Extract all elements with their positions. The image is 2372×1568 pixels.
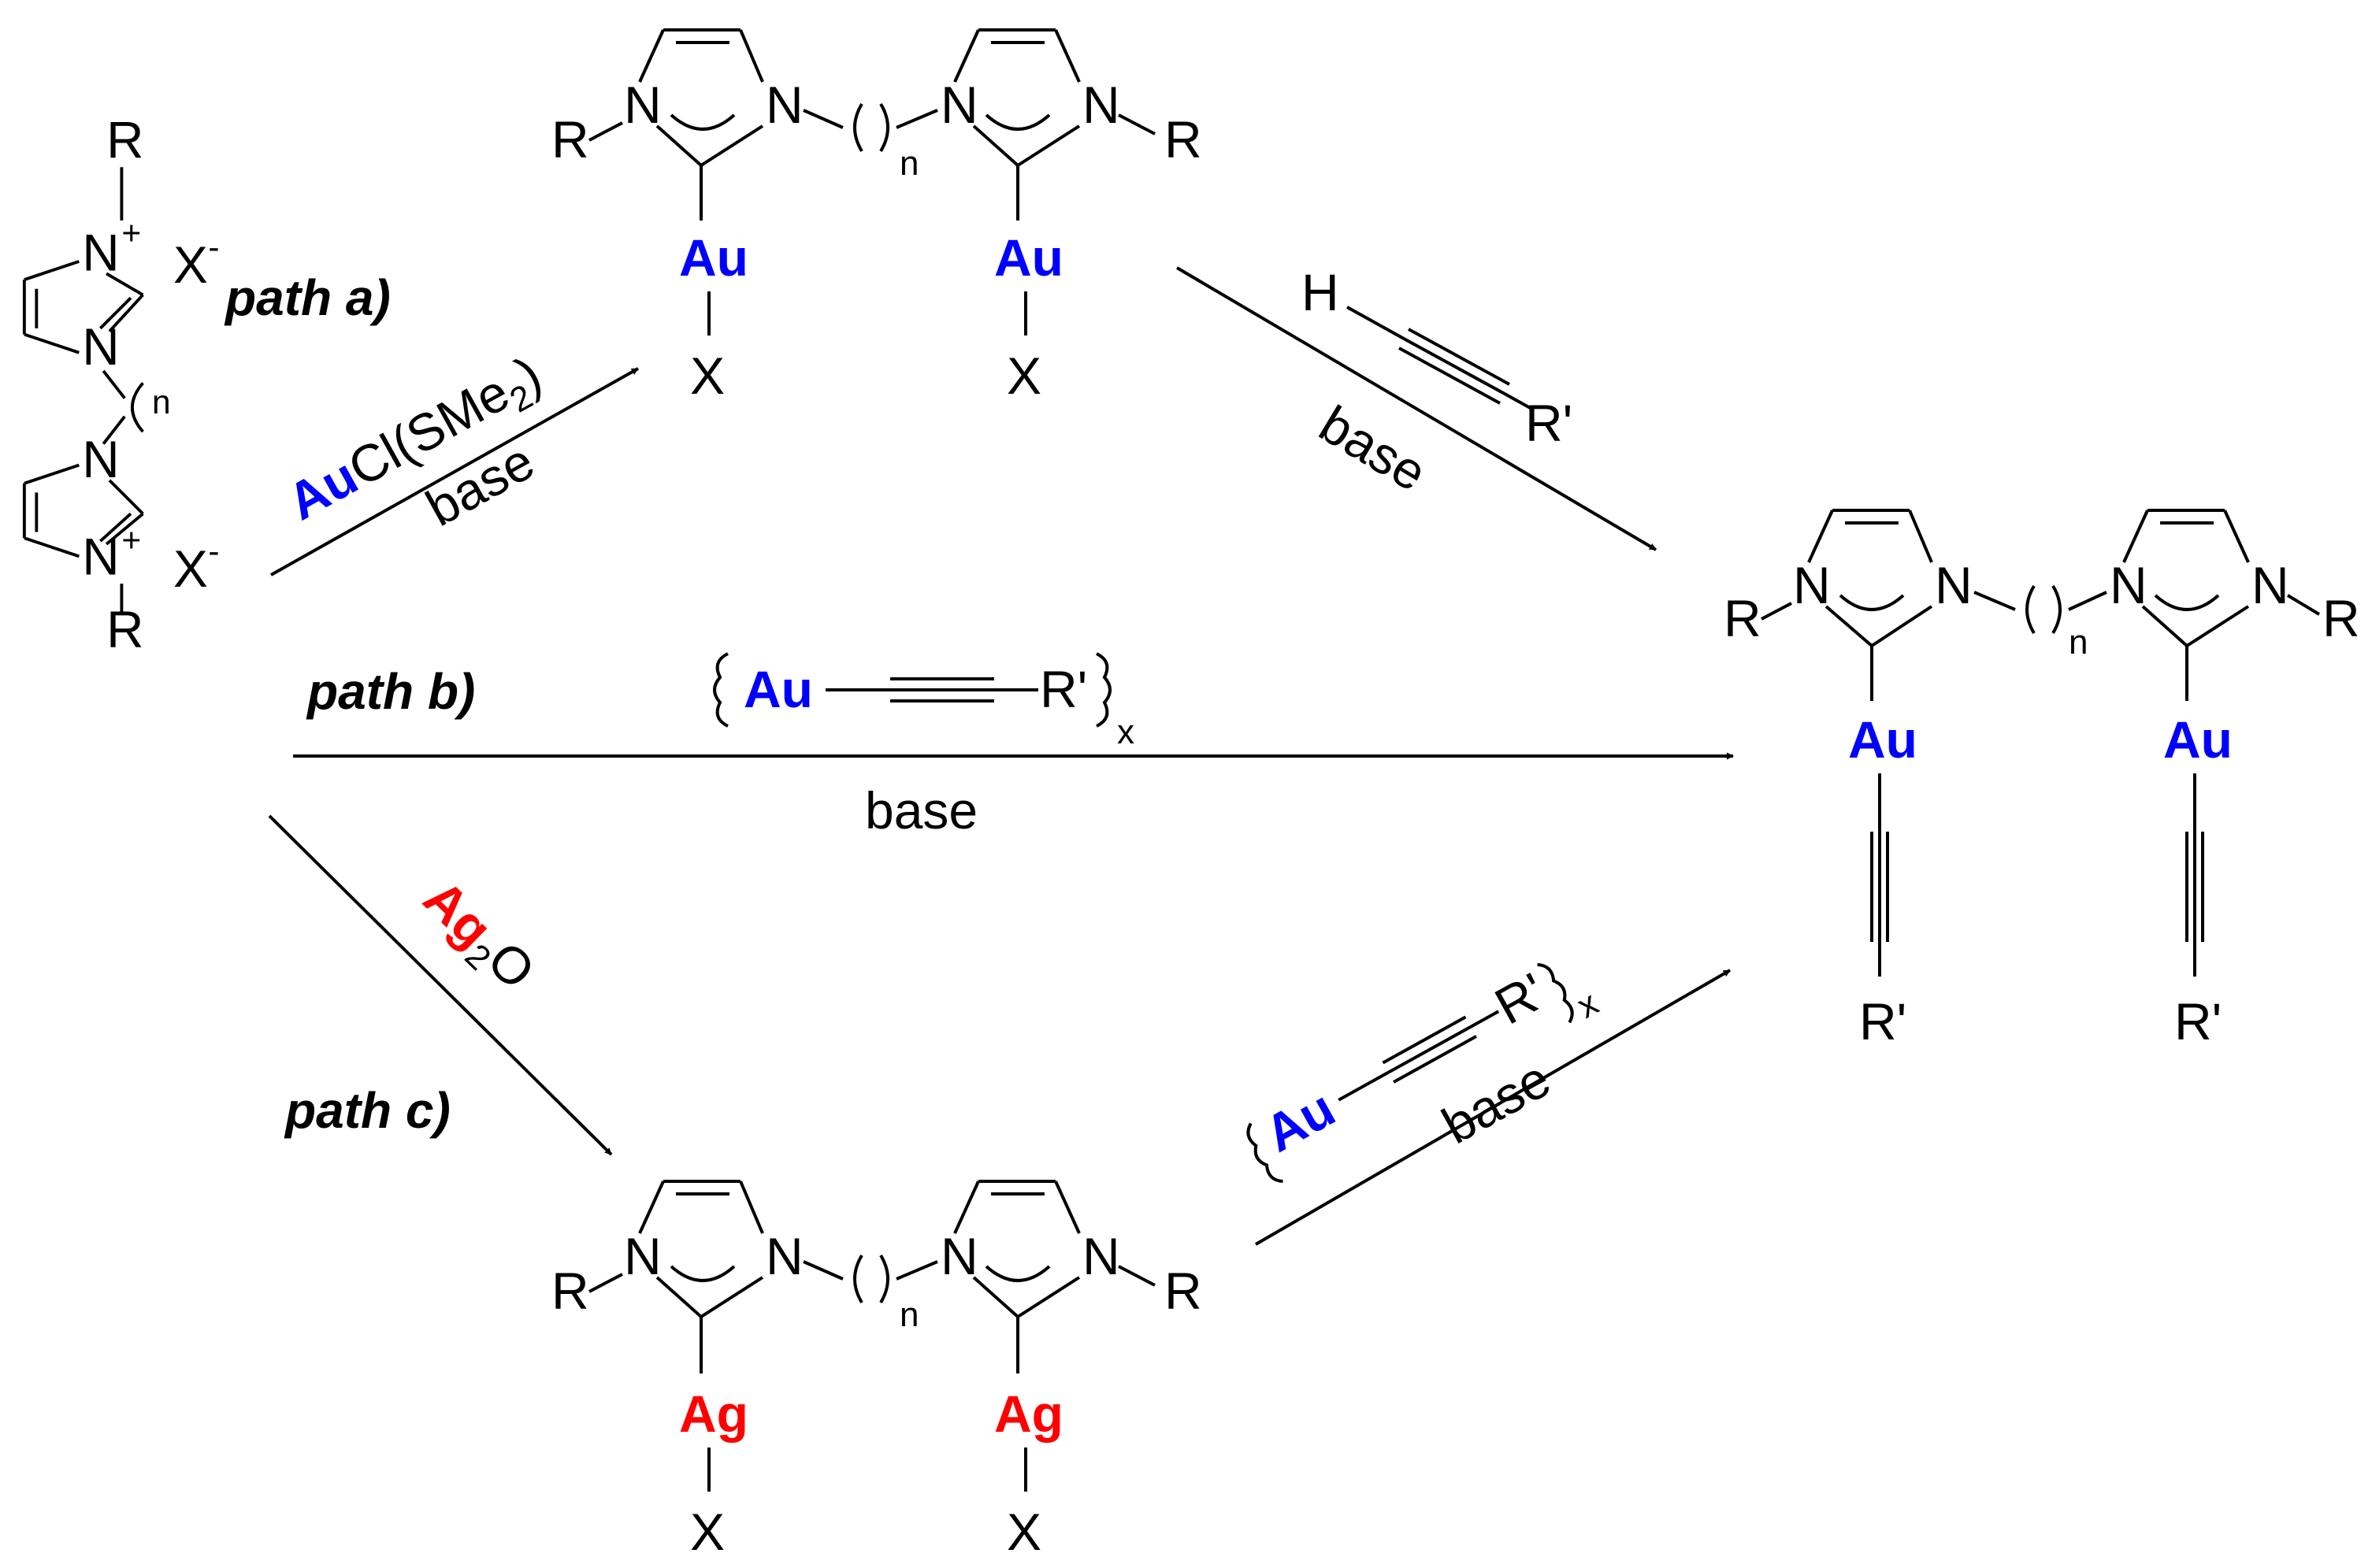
alkyne-H: H bbox=[1301, 263, 1339, 321]
path-b-reagent-sub: x bbox=[1117, 713, 1134, 751]
top-N1: N bbox=[624, 76, 662, 134]
bot-N1: N bbox=[624, 1227, 662, 1285]
bot-X-1: X bbox=[690, 1503, 725, 1561]
salt-bottom-R: R bbox=[106, 601, 143, 658]
top-N2: N bbox=[766, 76, 804, 134]
salt-bottom-plus: + bbox=[121, 522, 141, 559]
path-b-reagent-metal: Au bbox=[744, 660, 813, 718]
alkyne-Rp: R' bbox=[1525, 394, 1572, 452]
bottom-right-reagent-sub: x bbox=[1571, 984, 1605, 1026]
arrow-path-c-1 bbox=[268, 814, 613, 1156]
bot-R-right: R bbox=[1164, 1262, 1202, 1320]
salt-top-N-plus: N bbox=[82, 224, 119, 282]
top-n: n bbox=[900, 144, 919, 183]
bot-ag-2: Ag bbox=[994, 1385, 1064, 1443]
top-N3: N bbox=[941, 76, 978, 134]
product-gold-alkynyl-complex: R N N Au R' n N N Au bbox=[1724, 509, 2360, 1051]
path-b-condition: base bbox=[865, 781, 978, 840]
top-R-left: R bbox=[551, 110, 589, 169]
salt-n: n bbox=[152, 384, 171, 421]
salt-top-N: N bbox=[82, 318, 119, 376]
salt-bottom-N: N bbox=[82, 431, 119, 488]
bot-R-left: R bbox=[551, 1262, 589, 1320]
prod-au-2: Au bbox=[2163, 710, 2233, 769]
path-a-label: path a) bbox=[224, 269, 391, 326]
bot-N2: N bbox=[766, 1227, 804, 1285]
prod-N2: N bbox=[1935, 556, 1973, 614]
salt-bottom-X: X bbox=[173, 540, 208, 598]
salt-top-plus: + bbox=[121, 215, 141, 252]
arrow-path-a-1 bbox=[270, 367, 639, 576]
prod-Rp-2: R' bbox=[2174, 992, 2222, 1051]
gold-halide-complex: R N N Au X n N N Au X R bbox=[551, 28, 1202, 405]
salt-bottom-minus: - bbox=[208, 532, 219, 569]
prod-Rp-1: R' bbox=[1859, 992, 1906, 1051]
top-au-2: Au bbox=[994, 228, 1064, 287]
path-b-reagent: Au R' x base bbox=[713, 652, 1134, 840]
salt-top-R: R bbox=[106, 112, 143, 169]
bis-imidazolium-salt: R N + X - N n N N + X - R bbox=[22, 112, 220, 658]
arrow-path-a-2 bbox=[1175, 266, 1657, 551]
svg-text:Ag2O: Ag2O bbox=[407, 869, 546, 1006]
prod-au-1: Au bbox=[1848, 710, 1917, 769]
bot-X-2: X bbox=[1007, 1503, 1041, 1561]
silver-halide-complex: R N N Ag X n N N Ag X R bbox=[551, 1180, 1202, 1561]
path-a-reagent: AuCl(SMe2) base bbox=[278, 345, 551, 537]
bot-N3: N bbox=[941, 1227, 978, 1285]
path-b-label: path b) bbox=[306, 663, 475, 720]
path-c-label: path c) bbox=[284, 1082, 451, 1139]
prod-N3: N bbox=[2110, 556, 2147, 614]
bot-n: n bbox=[900, 1296, 919, 1334]
bottom-right-condition: base bbox=[1433, 1049, 1560, 1155]
top-N4: N bbox=[1082, 76, 1120, 134]
bottom-right-reagent: Au R' x base bbox=[1246, 962, 1605, 1183]
bot-N4: N bbox=[1082, 1227, 1120, 1285]
prod-R-right: R bbox=[2322, 589, 2360, 647]
top-X-1: X bbox=[690, 347, 725, 405]
prod-N1: N bbox=[1793, 556, 1831, 614]
salt-bottom-N-plus: N bbox=[82, 528, 119, 586]
bot-ag-1: Ag bbox=[679, 1385, 748, 1443]
prod-n: n bbox=[2069, 623, 2088, 662]
alkyne-reagent: H R' bbox=[1301, 263, 1572, 452]
salt-top-X: X bbox=[173, 236, 208, 294]
bottom-right-reagent-metal: Au bbox=[1255, 1078, 1344, 1162]
top-au-1: Au bbox=[679, 228, 748, 287]
arrow-path-c-2 bbox=[1254, 969, 1732, 1246]
bottom-right-reagent-Rp: R' bbox=[1486, 962, 1556, 1036]
prod-R-left: R bbox=[1724, 589, 1761, 647]
top-X-2: X bbox=[1007, 347, 1041, 405]
top-R-right: R bbox=[1164, 110, 1202, 169]
salt-top-minus: - bbox=[208, 228, 219, 265]
prod-N4: N bbox=[2251, 556, 2289, 614]
path-b-reagent-Rp: R' bbox=[1040, 660, 1087, 718]
